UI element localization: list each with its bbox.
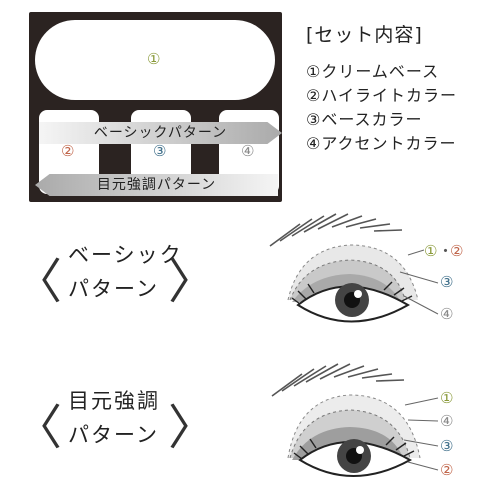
basic-label-3: ③ — [440, 273, 454, 291]
set-item-accent-color: ④アクセントカラー — [306, 134, 457, 153]
emphasis-label-2: ② — [440, 461, 454, 479]
basic-bracket-left: 〈 — [14, 254, 63, 310]
emphasis-bracket-left: 〈 — [14, 400, 63, 456]
set-item-highlight: ②ハイライトカラー — [306, 86, 458, 105]
basic-label-2: ② — [450, 242, 464, 260]
emphasis-label-3: ③ — [440, 437, 454, 455]
basic-bracket-right: 〉 — [168, 254, 217, 310]
emphasis-bracket-right: 〉 — [168, 400, 217, 456]
basic-label-dot: ・ — [438, 242, 454, 260]
basic-pupil-highlight — [354, 290, 362, 298]
well-2-number: ② — [61, 142, 75, 160]
eyeshadow-palette: ① ② ③ ④ ベーシックパターン 目元強調パターン — [29, 12, 282, 202]
emphasis-pattern-line2: パターン — [68, 423, 159, 447]
emphasis-pattern-line1: 目元強調 — [68, 389, 160, 413]
well-3-number: ③ — [153, 142, 167, 160]
set-item-cream-base: ①クリームベース — [306, 62, 440, 81]
set-item-base-color: ③ベースカラー — [306, 110, 423, 129]
emphasis-pattern-arrow: 目元強調パターン — [35, 174, 278, 196]
cream-base-well: ① — [35, 20, 275, 100]
well-1-number: ① — [147, 50, 161, 68]
basic-pattern-line2: パターン — [68, 277, 159, 301]
basic-label-1: ① — [424, 242, 438, 260]
set-contents-title: [セット内容] — [306, 24, 423, 46]
emphasis-eyebrow-icon — [271, 363, 405, 397]
basic-eyebrow-icon — [269, 213, 403, 247]
basic-pattern-line1: ベーシック — [68, 243, 183, 267]
well-4-number: ④ — [241, 142, 255, 160]
basic-pattern-arrow: ベーシックパターン — [39, 122, 282, 144]
emphasis-pupil-highlight — [356, 446, 364, 454]
emphasis-label-1: ① — [440, 389, 454, 407]
emphasis-label-4: ④ — [440, 412, 454, 430]
basic-label-4: ④ — [440, 305, 454, 323]
